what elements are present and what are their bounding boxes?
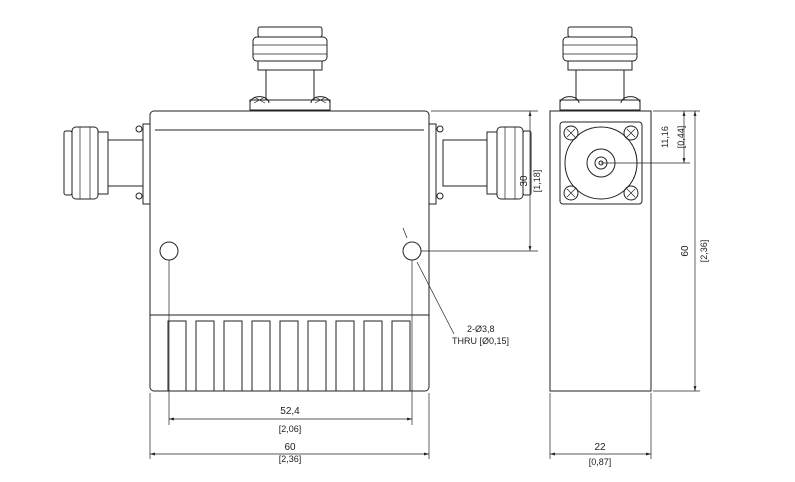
dim-length-in: [2,36]: [699, 240, 709, 263]
hole-callout-thru: THRU [Ø0,15]: [452, 336, 509, 346]
mounting-screw-icon: [249, 96, 331, 104]
front-view: [63, 26, 538, 459]
heatsink-fins: [167, 320, 411, 391]
housing: [149, 110, 430, 392]
side-view: [549, 26, 700, 459]
top-connector-icon: [249, 26, 331, 111]
port-flange-icon: [559, 121, 690, 205]
dim-depth-mm: 22: [594, 442, 606, 453]
dim-hole-spacing-mm: 52,4: [280, 406, 300, 417]
dim-width-mm: 60: [284, 442, 296, 453]
dim-height-side-mm: 30: [519, 175, 530, 187]
left-connector-icon: [63, 123, 151, 205]
hole-callout: 2-Ø3,8: [467, 324, 495, 334]
dim-depth-in: [0,87]: [589, 457, 612, 467]
dim-height-side-in: [1,18]: [532, 170, 542, 193]
dim-width-in: [2,36]: [279, 454, 302, 464]
dim-port-offset-mm: 11,16: [660, 126, 670, 148]
dim-length-mm: 60: [680, 245, 691, 257]
side-top-connector-icon: [559, 26, 641, 111]
dim-hole-spacing-in: [2,06]: [279, 424, 302, 434]
flange-screw-icon: [563, 125, 639, 201]
right-connector-icon: [428, 123, 532, 205]
dim-port-offset-in: [0,44]: [676, 126, 686, 149]
